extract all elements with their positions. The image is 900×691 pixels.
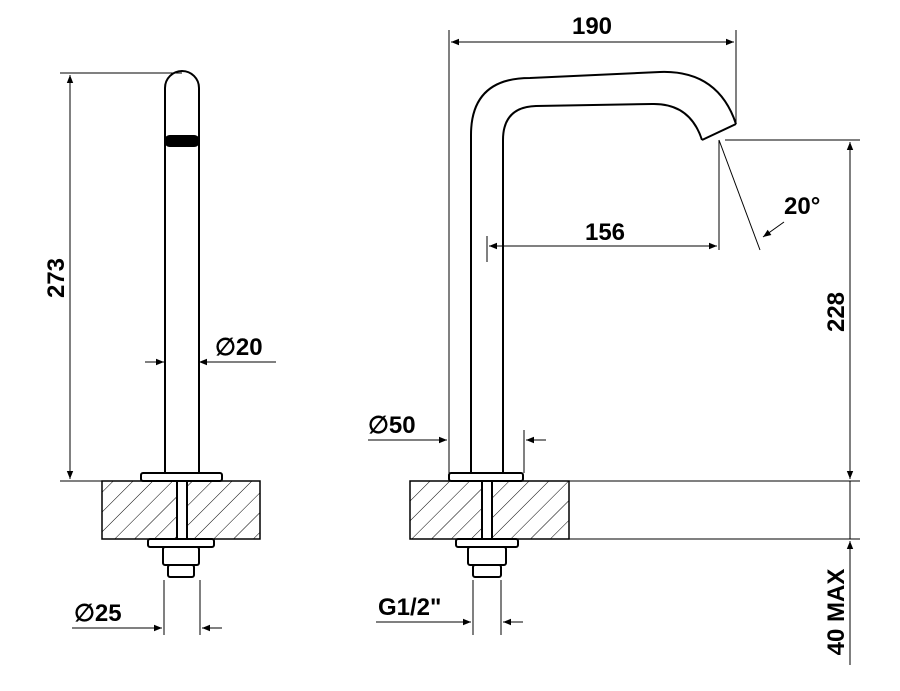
label-diameter-50: ∅50 xyxy=(368,412,416,439)
diameter-symbol: ∅ xyxy=(215,334,236,361)
label-angle-20: 20° xyxy=(784,193,820,220)
side-view xyxy=(409,70,860,578)
label-diameter-25: ∅25 xyxy=(74,600,122,627)
label-50-value: 50 xyxy=(389,412,416,439)
label-156: 156 xyxy=(585,219,625,246)
base-flange-side xyxy=(448,472,524,482)
label-40-max: 40 MAX xyxy=(823,569,850,656)
spout-inner xyxy=(502,102,703,475)
dimension-190 xyxy=(448,30,737,473)
nut-front xyxy=(147,538,215,548)
shank-side xyxy=(481,480,493,542)
label-thread-g12: G1/2" xyxy=(378,594,441,621)
dimension-diameter-25 xyxy=(72,580,222,635)
label-273: 273 xyxy=(43,258,70,298)
label-20-value: 20 xyxy=(236,334,263,361)
shank-front xyxy=(176,480,188,542)
lock-nut-side xyxy=(467,546,507,566)
spout-tube-front xyxy=(164,70,200,475)
thread-end-front xyxy=(167,564,195,578)
spout-outer xyxy=(470,70,737,475)
thread-end-side xyxy=(472,564,502,578)
dimension-thread xyxy=(376,580,523,635)
lock-nut-front xyxy=(162,546,200,566)
dimension-angle-20 xyxy=(718,139,785,251)
dimension-273 xyxy=(60,72,182,482)
nut-side xyxy=(455,538,519,548)
dimension-diameter-50 xyxy=(368,430,546,473)
front-view xyxy=(101,70,261,578)
label-190: 190 xyxy=(572,13,612,40)
dimension-156 xyxy=(486,140,720,262)
diameter-symbol: ∅ xyxy=(74,600,95,627)
label-25-value: 25 xyxy=(95,600,122,627)
aerator-band xyxy=(164,135,200,147)
label-228: 228 xyxy=(823,292,850,332)
label-diameter-20: ∅20 xyxy=(215,334,263,361)
diameter-symbol: ∅ xyxy=(368,412,389,439)
spout-tip xyxy=(701,123,737,141)
base-flange-front xyxy=(140,472,223,482)
dimension-228 xyxy=(725,139,860,479)
